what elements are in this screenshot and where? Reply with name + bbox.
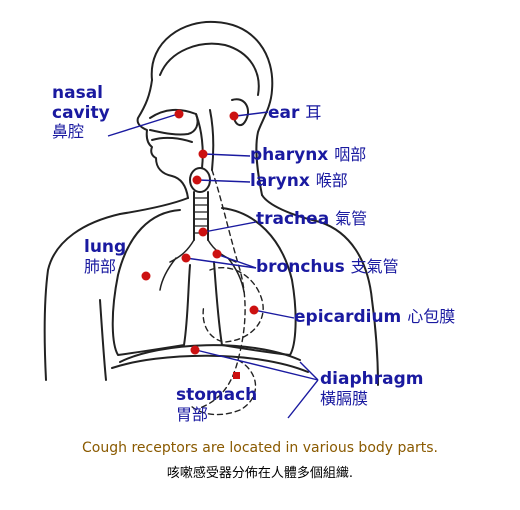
marker-bronchus-right <box>212 249 222 259</box>
leader-diaphragm-3 <box>287 379 319 419</box>
label-larynx-zh: 喉部 <box>315 171 348 190</box>
label-nasal-cavity: nasal cavity 鼻腔 <box>52 83 110 142</box>
left-shoulder-arm <box>43 213 121 381</box>
diaphragm-outline <box>119 344 301 363</box>
label-ear-en: ear <box>268 103 300 123</box>
leader-diaphragm-1 <box>195 349 319 381</box>
label-epicardium-zh: 心包膜 <box>407 307 456 326</box>
heart-outline <box>202 266 264 343</box>
marker-trachea <box>198 227 208 237</box>
label-lung-en: lung <box>84 237 127 257</box>
head-outline <box>150 20 274 196</box>
label-pharynx-zh: 咽部 <box>334 145 367 164</box>
inner-left-arm <box>99 299 107 381</box>
label-bronchus: bronchus 支氣管 <box>256 257 399 278</box>
leader-pharynx <box>203 153 251 157</box>
label-larynx: larynx 喉部 <box>250 171 348 192</box>
ear-outline <box>231 98 250 126</box>
label-diaphragm: diaphragm 橫膈膜 <box>320 369 424 408</box>
label-ear-zh: 耳 <box>305 103 322 122</box>
marker-ear <box>229 111 239 121</box>
leader-trachea <box>203 221 257 233</box>
right-shoulder-arm <box>319 221 379 386</box>
neck-back <box>261 194 321 223</box>
left-lung-outline <box>111 209 191 356</box>
right-lung-outline <box>213 207 297 356</box>
label-epicardium-en: epicardium <box>294 307 402 327</box>
leader-bronchus-2 <box>215 253 257 269</box>
skull-inner-line <box>159 42 260 96</box>
marker-larynx <box>192 175 202 185</box>
label-diaphragm-zh: 橫膈膜 <box>320 388 369 408</box>
caption-english: Cough receptors are located in various b… <box>82 440 438 456</box>
marker-pharynx <box>198 149 208 159</box>
label-bronchus-en: bronchus <box>256 257 345 277</box>
body-outline-figure <box>43 20 379 419</box>
nasal-cavity-outline <box>149 108 199 136</box>
marker-stomach <box>233 372 240 379</box>
bronchi-outline <box>159 239 245 293</box>
face-profile <box>136 79 189 199</box>
label-bronchus-zh: 支氣管 <box>350 257 399 276</box>
marker-diaphragm <box>190 345 200 355</box>
marker-bronchus-left <box>181 253 191 263</box>
label-larynx-en: larynx <box>250 171 310 191</box>
marker-nasal-cavity <box>174 109 184 119</box>
label-lung: lung 肺部 <box>84 237 127 276</box>
label-nasal-cavity-en-2: cavity <box>52 102 110 123</box>
label-trachea: trachea 氣管 <box>256 209 368 230</box>
leader-larynx <box>197 179 251 183</box>
esophagus-outline <box>199 169 246 409</box>
lower-torso-line <box>111 354 309 373</box>
label-nasal-cavity-en-1: nasal <box>52 83 103 103</box>
label-stomach-en: stomach <box>176 385 258 405</box>
stomach-outline <box>189 359 257 416</box>
label-pharynx: pharynx 咽部 <box>250 145 367 166</box>
label-stomach: stomach 胃部 <box>176 385 258 424</box>
trachea-rings <box>193 197 209 234</box>
label-ear: ear 耳 <box>268 103 322 124</box>
leader-epicardium <box>253 309 295 319</box>
marker-lung <box>141 271 151 281</box>
caption-chinese: 咳嗽感受器分佈在人體多個組織. <box>166 466 354 481</box>
leader-diaphragm-2 <box>299 361 319 381</box>
label-stomach-zh: 胃部 <box>176 404 209 424</box>
label-lung-zh: 肺部 <box>84 256 117 276</box>
leader-bronchus-1 <box>185 257 257 269</box>
label-trachea-zh: 氣管 <box>335 209 368 228</box>
label-trachea-en: trachea <box>256 209 330 229</box>
oral-cavity-outline <box>151 136 193 143</box>
label-diaphragm-en: diaphragm <box>320 369 424 389</box>
label-pharynx-en: pharynx <box>250 145 329 165</box>
trachea-outline <box>193 191 209 241</box>
marker-epicardium <box>249 305 259 315</box>
neck-front <box>119 197 189 215</box>
leader-ear <box>235 111 269 117</box>
label-epicardium: epicardium 心包膜 <box>294 307 456 328</box>
label-nasal-cavity-zh: 鼻腔 <box>52 122 85 142</box>
leader-nasal-cavity <box>107 113 179 137</box>
pharynx-outline <box>195 109 215 171</box>
